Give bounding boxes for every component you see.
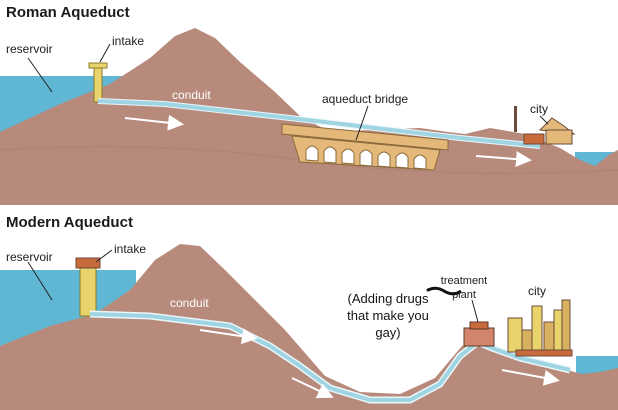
handwritten-note: (Adding drugs that make you gay) xyxy=(347,291,429,340)
roman-conduit-pipe-inner xyxy=(97,99,541,148)
modern-panel-title: Modern Aqueduct xyxy=(6,214,133,231)
modern-flow-arrow-3 xyxy=(501,369,560,386)
roman-intake-tower xyxy=(93,65,103,103)
roman-city-label: city xyxy=(530,102,548,116)
roman-ground xyxy=(0,28,618,205)
handwritten-squiggle xyxy=(426,286,462,296)
modern-city-label: city xyxy=(528,284,546,298)
roman-reservoir-leader xyxy=(27,57,53,93)
roman-flow-arrow-2 xyxy=(475,151,532,168)
modern-flow-arrow-2 xyxy=(291,377,334,399)
roman-panel xyxy=(0,28,618,205)
roman-city-leader xyxy=(539,115,549,125)
modern-treatment-plant xyxy=(463,321,495,347)
modern-intake-label: intake xyxy=(114,242,147,256)
modern-treatment-label: treatment plant xyxy=(440,275,488,301)
roman-intake-leader xyxy=(99,43,111,63)
modern-ground xyxy=(0,244,618,410)
modern-intake-leader xyxy=(95,249,113,263)
modern-panel xyxy=(0,244,618,410)
roman-intake-cap xyxy=(88,62,108,69)
modern-conduit-label: conduit xyxy=(170,296,209,310)
modern-flow-arrow-1 xyxy=(199,328,258,345)
roman-flow-arrow-1 xyxy=(124,114,184,131)
modern-treatment-leader xyxy=(471,299,479,323)
roman-aqueduct-bridge xyxy=(281,123,449,171)
roman-bridge-label: aqueduct bridge xyxy=(322,92,409,106)
roman-panel-title: Roman Aqueduct xyxy=(6,4,130,21)
modern-reservoir-leader xyxy=(27,261,53,301)
modern-reservoir-label: reservoir xyxy=(6,250,53,264)
modern-intake-tower xyxy=(79,265,97,317)
roman-conduit-label: conduit xyxy=(172,88,211,102)
roman-intake-label: intake xyxy=(112,34,145,48)
roman-city xyxy=(514,106,576,145)
roman-bridge-leader xyxy=(355,105,369,141)
modern-intake-cap xyxy=(75,257,101,269)
modern-conduit-pipe-inner xyxy=(89,312,571,402)
modern-city xyxy=(507,299,573,357)
roman-reservoir-label: reservoir xyxy=(6,42,53,56)
